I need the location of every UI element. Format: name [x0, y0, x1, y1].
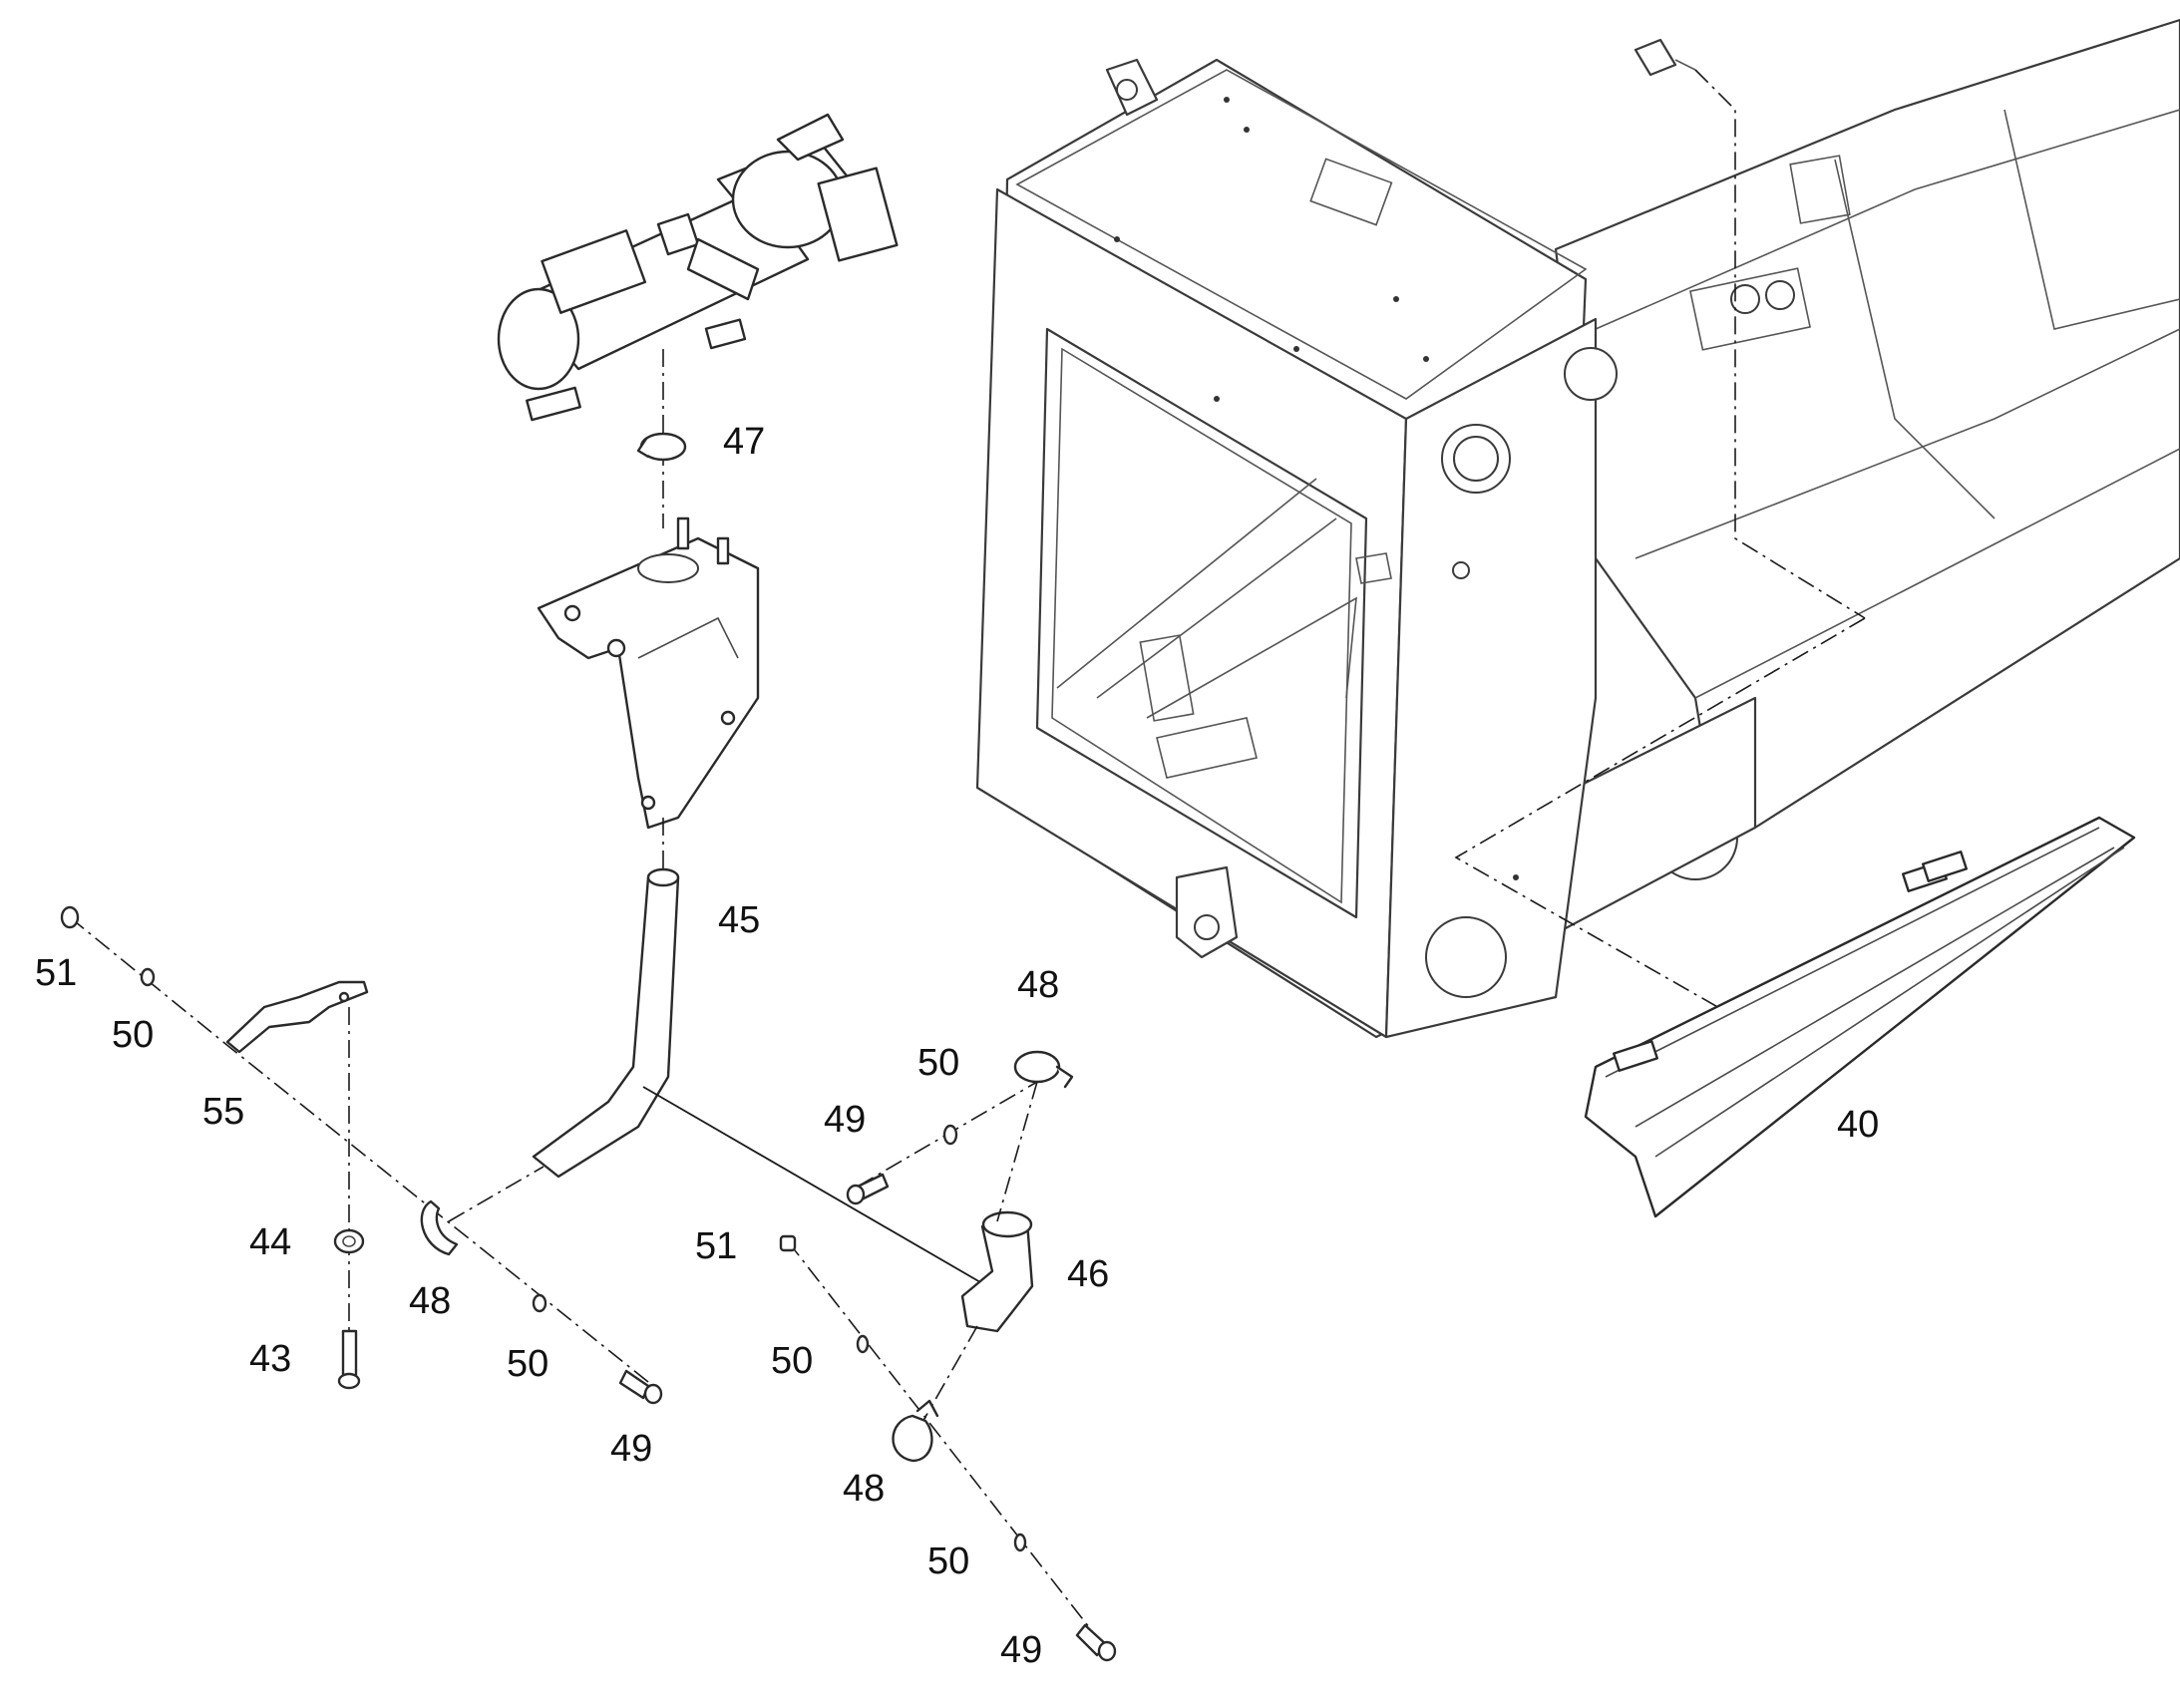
- belly-plate-40: [1584, 816, 2136, 1218]
- washer-50-mid-right: [856, 1334, 870, 1354]
- mounting-bracket: [537, 516, 760, 830]
- callout-50-top-right: 50: [917, 1042, 959, 1084]
- callout-50-bottom-right: 50: [927, 1540, 969, 1582]
- callout-48-top: 48: [1017, 964, 1059, 1006]
- clamp-48-lower: [892, 1399, 939, 1463]
- callout-51-left: 51: [35, 952, 77, 994]
- callout-51-right: 51: [695, 1225, 737, 1267]
- leader-51-49-lower: [787, 1240, 1108, 1651]
- leader-46-48-lower: [916, 1325, 978, 1432]
- callout-49-top-right: 49: [824, 1099, 866, 1141]
- bolt-49-bottom-right: [1075, 1623, 1117, 1662]
- callout-49-bottom-right: 49: [1000, 1629, 1042, 1671]
- washer-50-upper-left: [140, 967, 156, 987]
- bolt-43: [337, 1329, 361, 1390]
- callout-50-mid-right: 50: [771, 1340, 813, 1382]
- clamp-48-top: [1013, 1050, 1074, 1089]
- leader-40-frame: [1454, 617, 1866, 1018]
- heater-unit: [497, 113, 899, 422]
- coolant-hose-45: [532, 867, 680, 1179]
- bolt-49-top-right: [846, 1173, 890, 1205]
- washer-50-bottom-right: [1013, 1533, 1027, 1552]
- clamp-48-left: [420, 1199, 459, 1256]
- callout-49-lower-left: 49: [610, 1428, 652, 1470]
- bolt-49-lower-left: [618, 1369, 663, 1405]
- leader-55-chain: [69, 916, 654, 1387]
- callout-55: 55: [202, 1091, 244, 1133]
- callout-48-left: 48: [409, 1280, 451, 1322]
- hose-clamp-47: [636, 432, 687, 462]
- callout-40: 40: [1837, 1104, 1879, 1146]
- callout-44: 44: [249, 1221, 291, 1263]
- leader-48-46: [996, 1081, 1038, 1222]
- nut-51-left: [60, 905, 80, 929]
- washer-50-lower-left: [532, 1293, 547, 1313]
- hose-elbow-46: [960, 1210, 1034, 1333]
- leader-sensor-frame: [1694, 69, 1866, 619]
- washer-50-top-right: [942, 1124, 958, 1146]
- callout-50-upper-left: 50: [112, 1014, 154, 1056]
- callout-48-lower: 48: [843, 1468, 885, 1510]
- leader-hose-connection: [642, 1086, 988, 1287]
- callout-47: 47: [723, 421, 765, 463]
- machine-frame: [975, 18, 2180, 1039]
- bracket-55: [225, 980, 369, 1054]
- washer-44: [333, 1228, 365, 1254]
- callout-45: 45: [718, 899, 760, 941]
- nut-51-right: [779, 1234, 797, 1252]
- leader-48-hose: [448, 1166, 545, 1222]
- callout-43: 43: [249, 1338, 291, 1380]
- callout-46: 46: [1067, 1253, 1109, 1295]
- callout-50-lower-left: 50: [507, 1343, 548, 1385]
